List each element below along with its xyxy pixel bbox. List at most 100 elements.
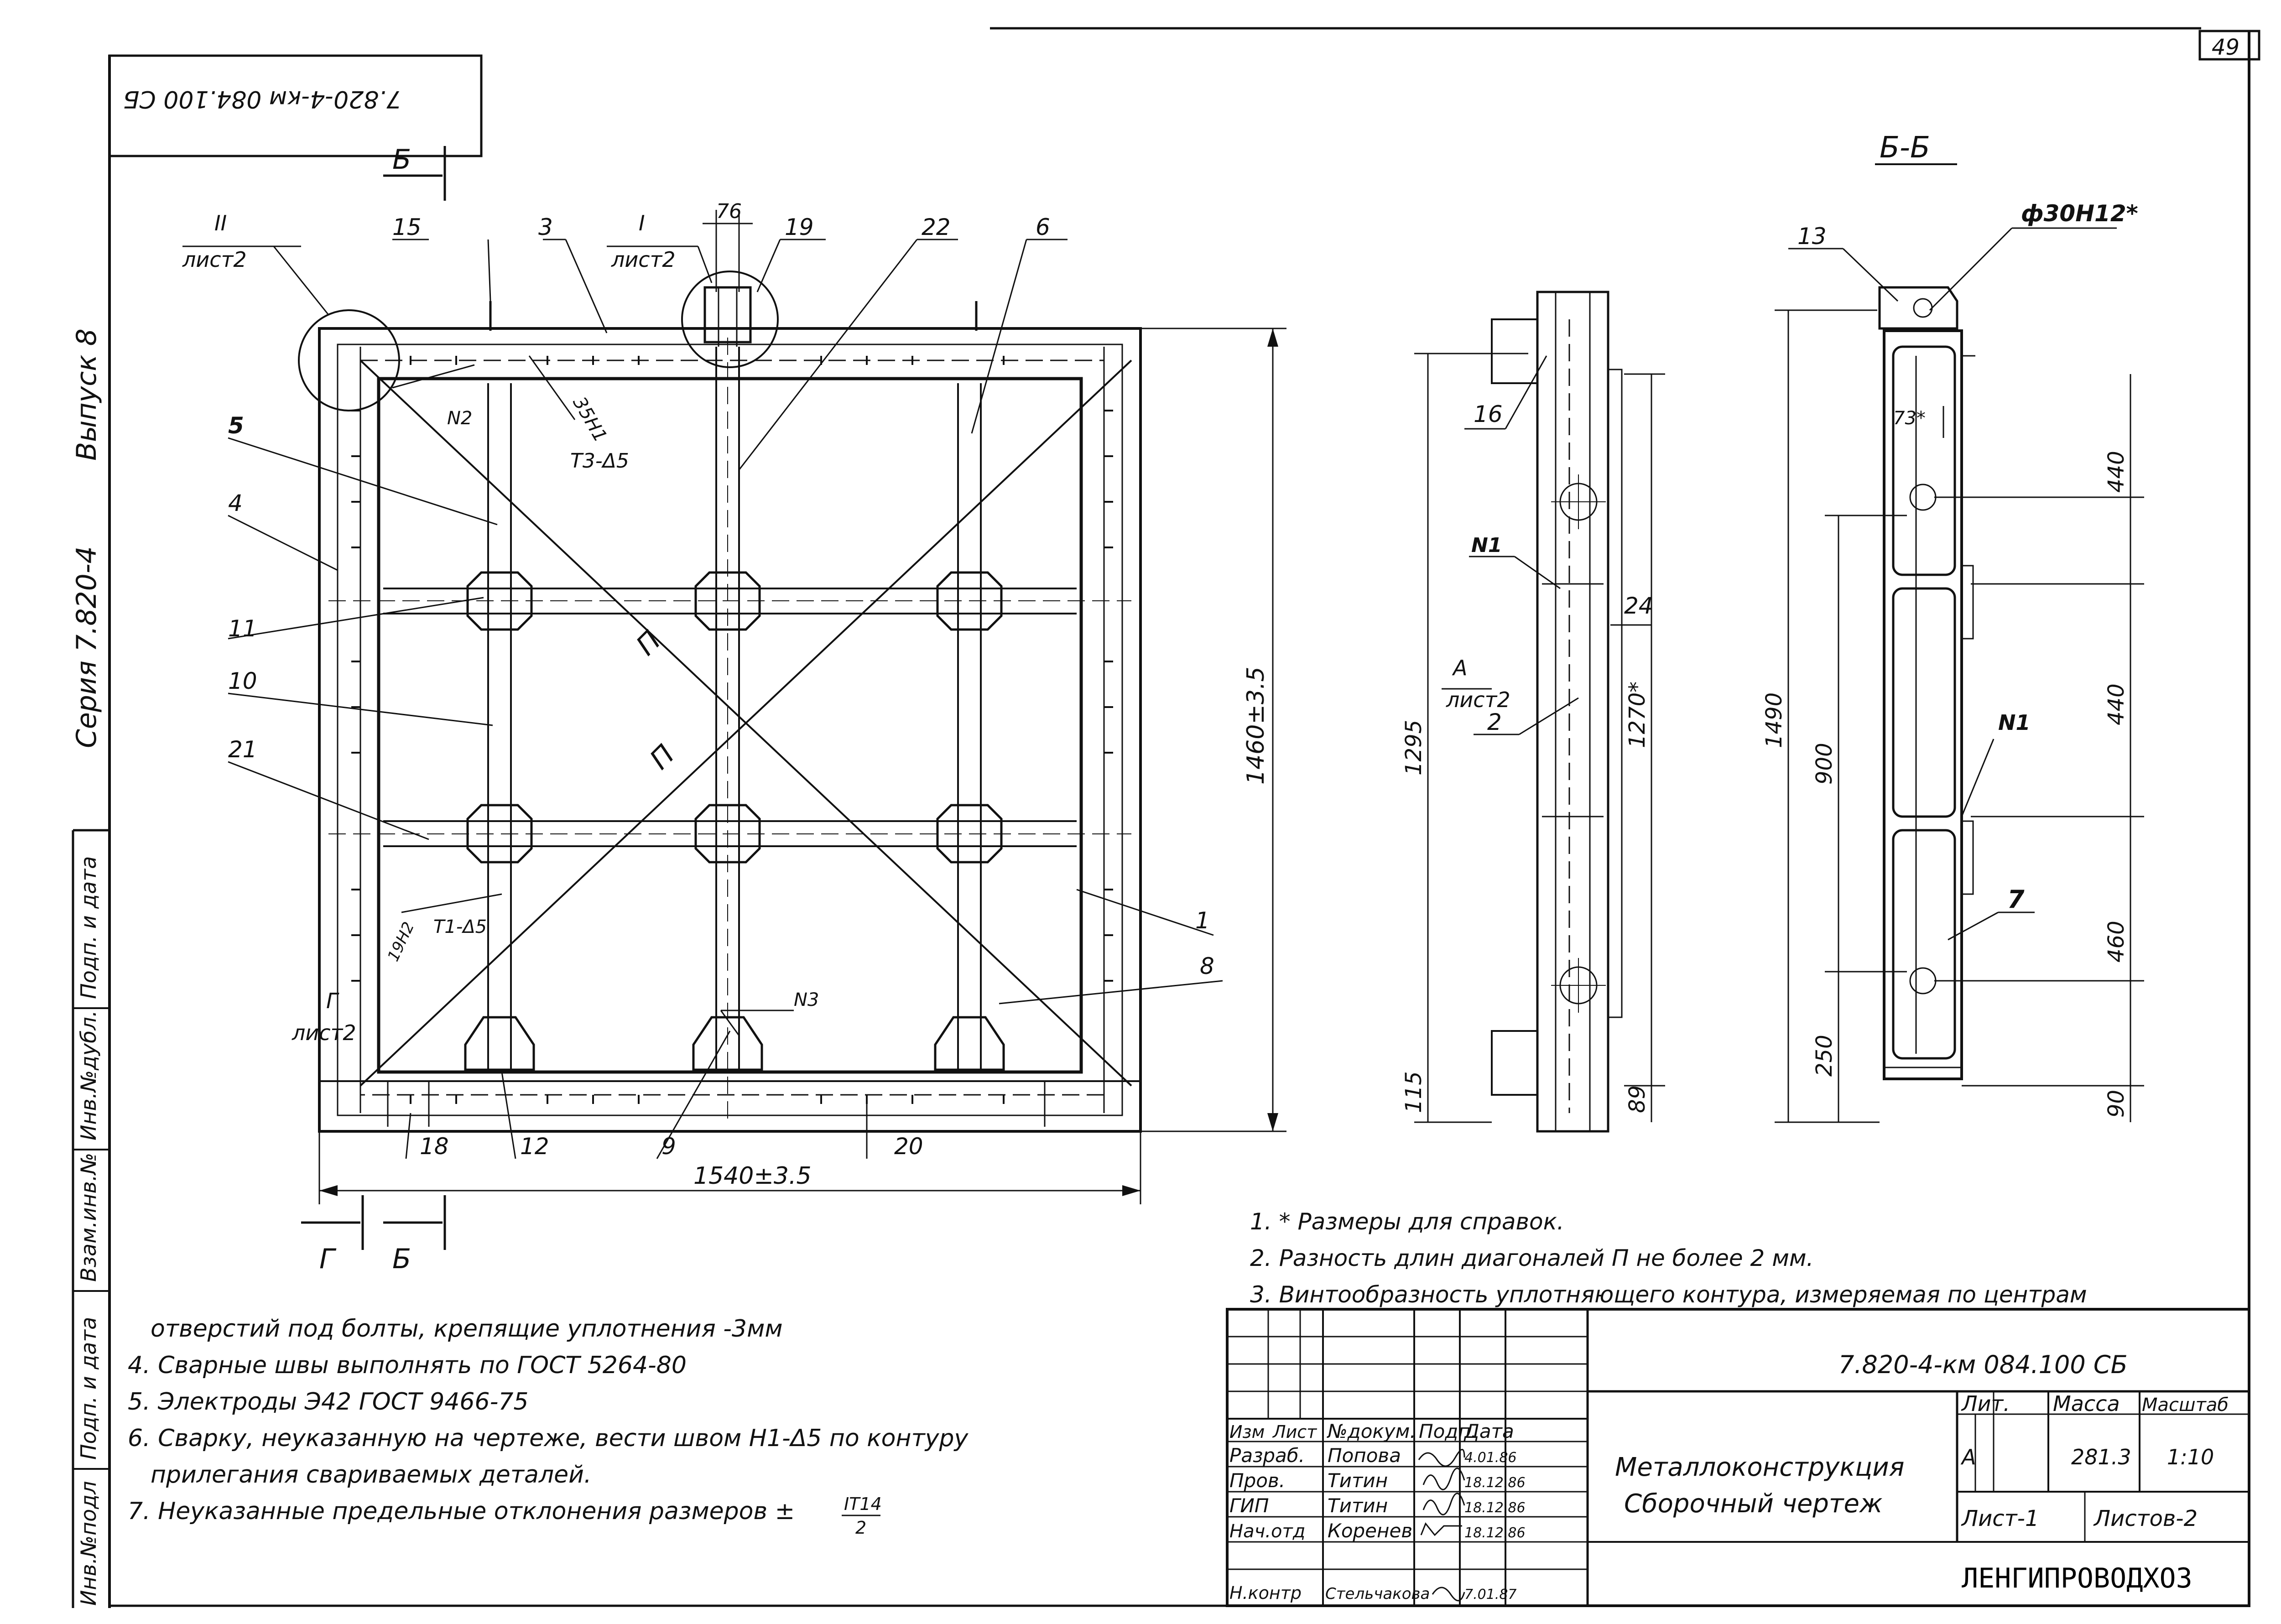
side-stamp-4: Инв.№дубл.: [76, 1010, 101, 1140]
weld-t1: Т1-Δ5: [433, 916, 487, 937]
callout-12: 12: [520, 1133, 549, 1160]
callout-24: 24: [1624, 593, 1653, 619]
row-name-3: Титин: [1328, 1494, 1388, 1517]
row-name-1: Попова: [1328, 1444, 1401, 1467]
note-left-0: отверстий под болты, крепящие уплотнения…: [151, 1315, 783, 1343]
row-role-1: Разраб.: [1229, 1444, 1305, 1467]
note-left-1: 4. Сварные швы выполнять по ГОСТ 5264-80: [128, 1352, 687, 1379]
dim-900: 900: [1812, 743, 1837, 785]
dim-115: 115: [1401, 1071, 1427, 1113]
callout-15: 15: [392, 214, 422, 240]
callout-19: 19: [785, 214, 814, 240]
title-block: [1226, 1308, 2250, 1607]
scale-value: 1:10: [2167, 1445, 2214, 1469]
side-stamp-5: Подп. и дата: [76, 856, 101, 999]
note-left-3: 6. Сварку, неуказанную на чертеже, вести…: [128, 1425, 969, 1452]
dim-440-a: 440: [2104, 451, 2129, 493]
note-left-5: 7. Неуказанные предельные отклонения раз…: [128, 1498, 795, 1525]
ref-sheet2-a: лист2: [182, 247, 247, 272]
section-mark-b-top: Б: [392, 144, 411, 176]
weld-19n2: 19Н2: [384, 919, 418, 964]
section-mark-b-bottom: Б: [392, 1243, 411, 1275]
note-left-2: 5. Электроды Э42 ГОСТ 9466-75: [128, 1388, 529, 1416]
row-name-5: Стельчакова: [1325, 1585, 1430, 1603]
row-date-4: 18.12.86: [1464, 1525, 1526, 1541]
dim-1460: 1460±3.5: [1242, 666, 1270, 785]
title-header-date: Дата: [1463, 1420, 1514, 1442]
ref-a: А: [1452, 656, 1467, 680]
dim-73: 73*: [1893, 408, 1926, 429]
side-stamp-column: Инв.№подл Подп. и дата Взам.инв.№ Инв.№д…: [72, 829, 109, 1608]
callout-18: 18: [420, 1133, 449, 1160]
callout-11: 11: [228, 615, 257, 642]
dim-89: 89: [1625, 1085, 1650, 1113]
title-header-doc: №докум.: [1327, 1420, 1416, 1442]
ref-sheet2-b: лист2: [611, 247, 676, 272]
organization: ЛЕНГИПРОВОДХОЗ: [1962, 1562, 2192, 1594]
title-header-list: Лист: [1272, 1422, 1318, 1442]
row-role-2: Пров.: [1229, 1469, 1285, 1492]
dim-1540: 1540±3.5: [693, 1162, 812, 1190]
mass-value: 281.3: [2071, 1445, 2131, 1469]
leader-lines: [182, 239, 1223, 1159]
note-right-2: 2. Разность длин диагоналей П не более 2…: [1250, 1245, 1814, 1271]
section-bb-view: [1775, 227, 2144, 1123]
notes-right: 1. * Размеры для справок. 2. Разность дл…: [1250, 1208, 2087, 1308]
signatures: [1418, 1449, 1465, 1602]
ref-sheet2-d: лист2: [1446, 687, 1510, 712]
ref-g: Г: [326, 989, 339, 1013]
side-stamp-3: Взам.инв.№: [76, 1153, 101, 1282]
callout-7: 7: [2007, 885, 2025, 914]
row-name-4: Коренев: [1328, 1520, 1412, 1542]
callout-4: 4: [228, 490, 243, 516]
scale-label: Масштаб: [2142, 1395, 2229, 1416]
callout-1: 1: [1195, 907, 1210, 934]
dim-phi: ф30Н12*: [2021, 200, 2138, 227]
weld-n1-section: N1: [1998, 710, 2031, 735]
title-main: Металлоконструкция: [1615, 1452, 1904, 1482]
ref-roman-1: I: [639, 211, 645, 235]
diag-label-1: П: [630, 625, 667, 661]
section-arrows: [301, 146, 446, 1250]
section-bb-title: Б-Б: [1880, 131, 1930, 165]
row-role-4: Нач.отд: [1229, 1521, 1305, 1542]
ref-sheet2-c: лист2: [292, 1020, 356, 1045]
row-name-2: Титин: [1328, 1469, 1388, 1492]
dim-76: 76: [716, 200, 742, 223]
callout-13: 13: [1797, 223, 1827, 250]
dim-1490: 1490: [1761, 692, 1787, 748]
callout-9: 9: [661, 1133, 676, 1160]
ref-roman-2: II: [214, 211, 227, 235]
side-stamp-2: Подп. и дата: [76, 1317, 101, 1460]
issue-label: Выпуск 8: [71, 328, 103, 461]
row-role-5: Н.контр: [1229, 1583, 1302, 1603]
side-view: [1414, 291, 1665, 1133]
note-right-3: 3. Винтообразность уплотняющего контура,…: [1250, 1281, 2087, 1308]
mass-label: Масса: [2053, 1391, 2120, 1416]
callout-3: 3: [538, 214, 553, 240]
callout-20: 20: [894, 1133, 923, 1160]
weld-n3: N3: [794, 989, 819, 1010]
callout-22: 22: [922, 214, 951, 240]
callout-21: 21: [228, 736, 257, 763]
side-stamp-1: Инв.№подл: [76, 1481, 101, 1606]
dim-90: 90: [2104, 1090, 2129, 1118]
dimension-lines: [318, 210, 1286, 1204]
dim-1295: 1295: [1401, 720, 1427, 776]
series-label: Серия 7.820-4: [71, 546, 103, 748]
lit-label: Лит.: [1961, 1391, 2010, 1416]
title-doc-code: 7.820-4-км 084.100 СБ: [1838, 1350, 2128, 1379]
row-date-1: 4.01.86: [1464, 1450, 1517, 1466]
row-date-3: 18.12.86: [1464, 1500, 1526, 1516]
diag-label-2: П: [644, 739, 681, 776]
weld-n2: N2: [447, 408, 472, 429]
rotated-doc-code: 7.820-4-км 084.100 СБ: [123, 85, 401, 113]
notes-left: отверстий под болты, крепящие уплотнения…: [128, 1315, 969, 1538]
tolerance-num: IT14: [844, 1494, 882, 1514]
title-header-izm: Изм: [1229, 1422, 1265, 1442]
weld-n1-side: N1: [1471, 534, 1502, 557]
weld-t3: Т3-Δ5: [570, 449, 629, 473]
dim-1270: 1270*: [1625, 682, 1650, 748]
sheet-value: Лист-1: [1961, 1506, 2039, 1531]
